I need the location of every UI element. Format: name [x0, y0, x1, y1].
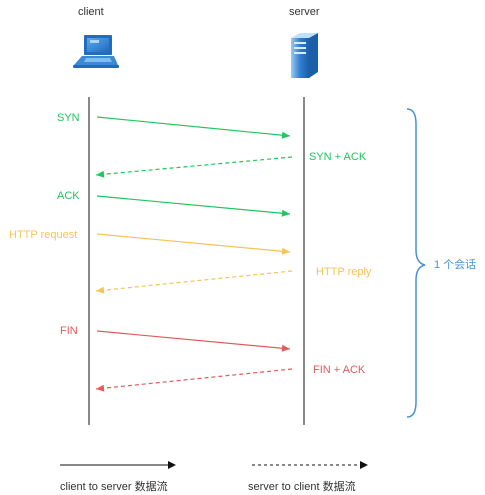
arrowhead-syn-ack	[96, 170, 105, 178]
arrow-ack	[96, 195, 291, 215]
msg-label-http-reply: HTTP reply	[316, 266, 372, 278]
session-brace	[406, 108, 426, 418]
server-tower-icon	[291, 33, 318, 78]
server-label: server	[289, 6, 320, 18]
arrow-fin-ack	[95, 368, 293, 390]
arrowhead-fin-ack	[96, 384, 105, 392]
arrow-syn	[96, 116, 291, 137]
legend-dashed-arrowhead	[360, 461, 368, 469]
arrow-http-request	[96, 233, 291, 253]
legend-solid-arrowhead	[168, 461, 176, 469]
arrow-syn-ack	[95, 156, 293, 176]
client-label: client	[78, 6, 104, 18]
session-label: 1 个会话	[434, 259, 477, 271]
msg-label-fin: FIN	[60, 325, 78, 337]
msg-label-fin-ack: FIN + ACK	[313, 364, 366, 376]
laptop-icon	[73, 35, 119, 68]
arrowhead-fin	[281, 344, 290, 352]
msg-label-ack: ACK	[57, 190, 80, 202]
msg-label-syn: SYN	[57, 112, 80, 124]
legend-solid-label: client to server 数据流	[60, 481, 168, 493]
msg-label-syn-ack: SYN + ACK	[309, 151, 367, 163]
arrow-fin	[96, 330, 291, 350]
arrowhead-syn	[281, 131, 290, 139]
arrowhead-http-reply	[96, 286, 105, 294]
arrowhead-http-request	[281, 247, 290, 255]
arrow-http-reply	[95, 270, 293, 292]
legend-dashed-label: server to client 数据流	[248, 481, 356, 493]
arrowhead-ack	[281, 209, 290, 217]
msg-label-http-request: HTTP request	[9, 229, 78, 241]
